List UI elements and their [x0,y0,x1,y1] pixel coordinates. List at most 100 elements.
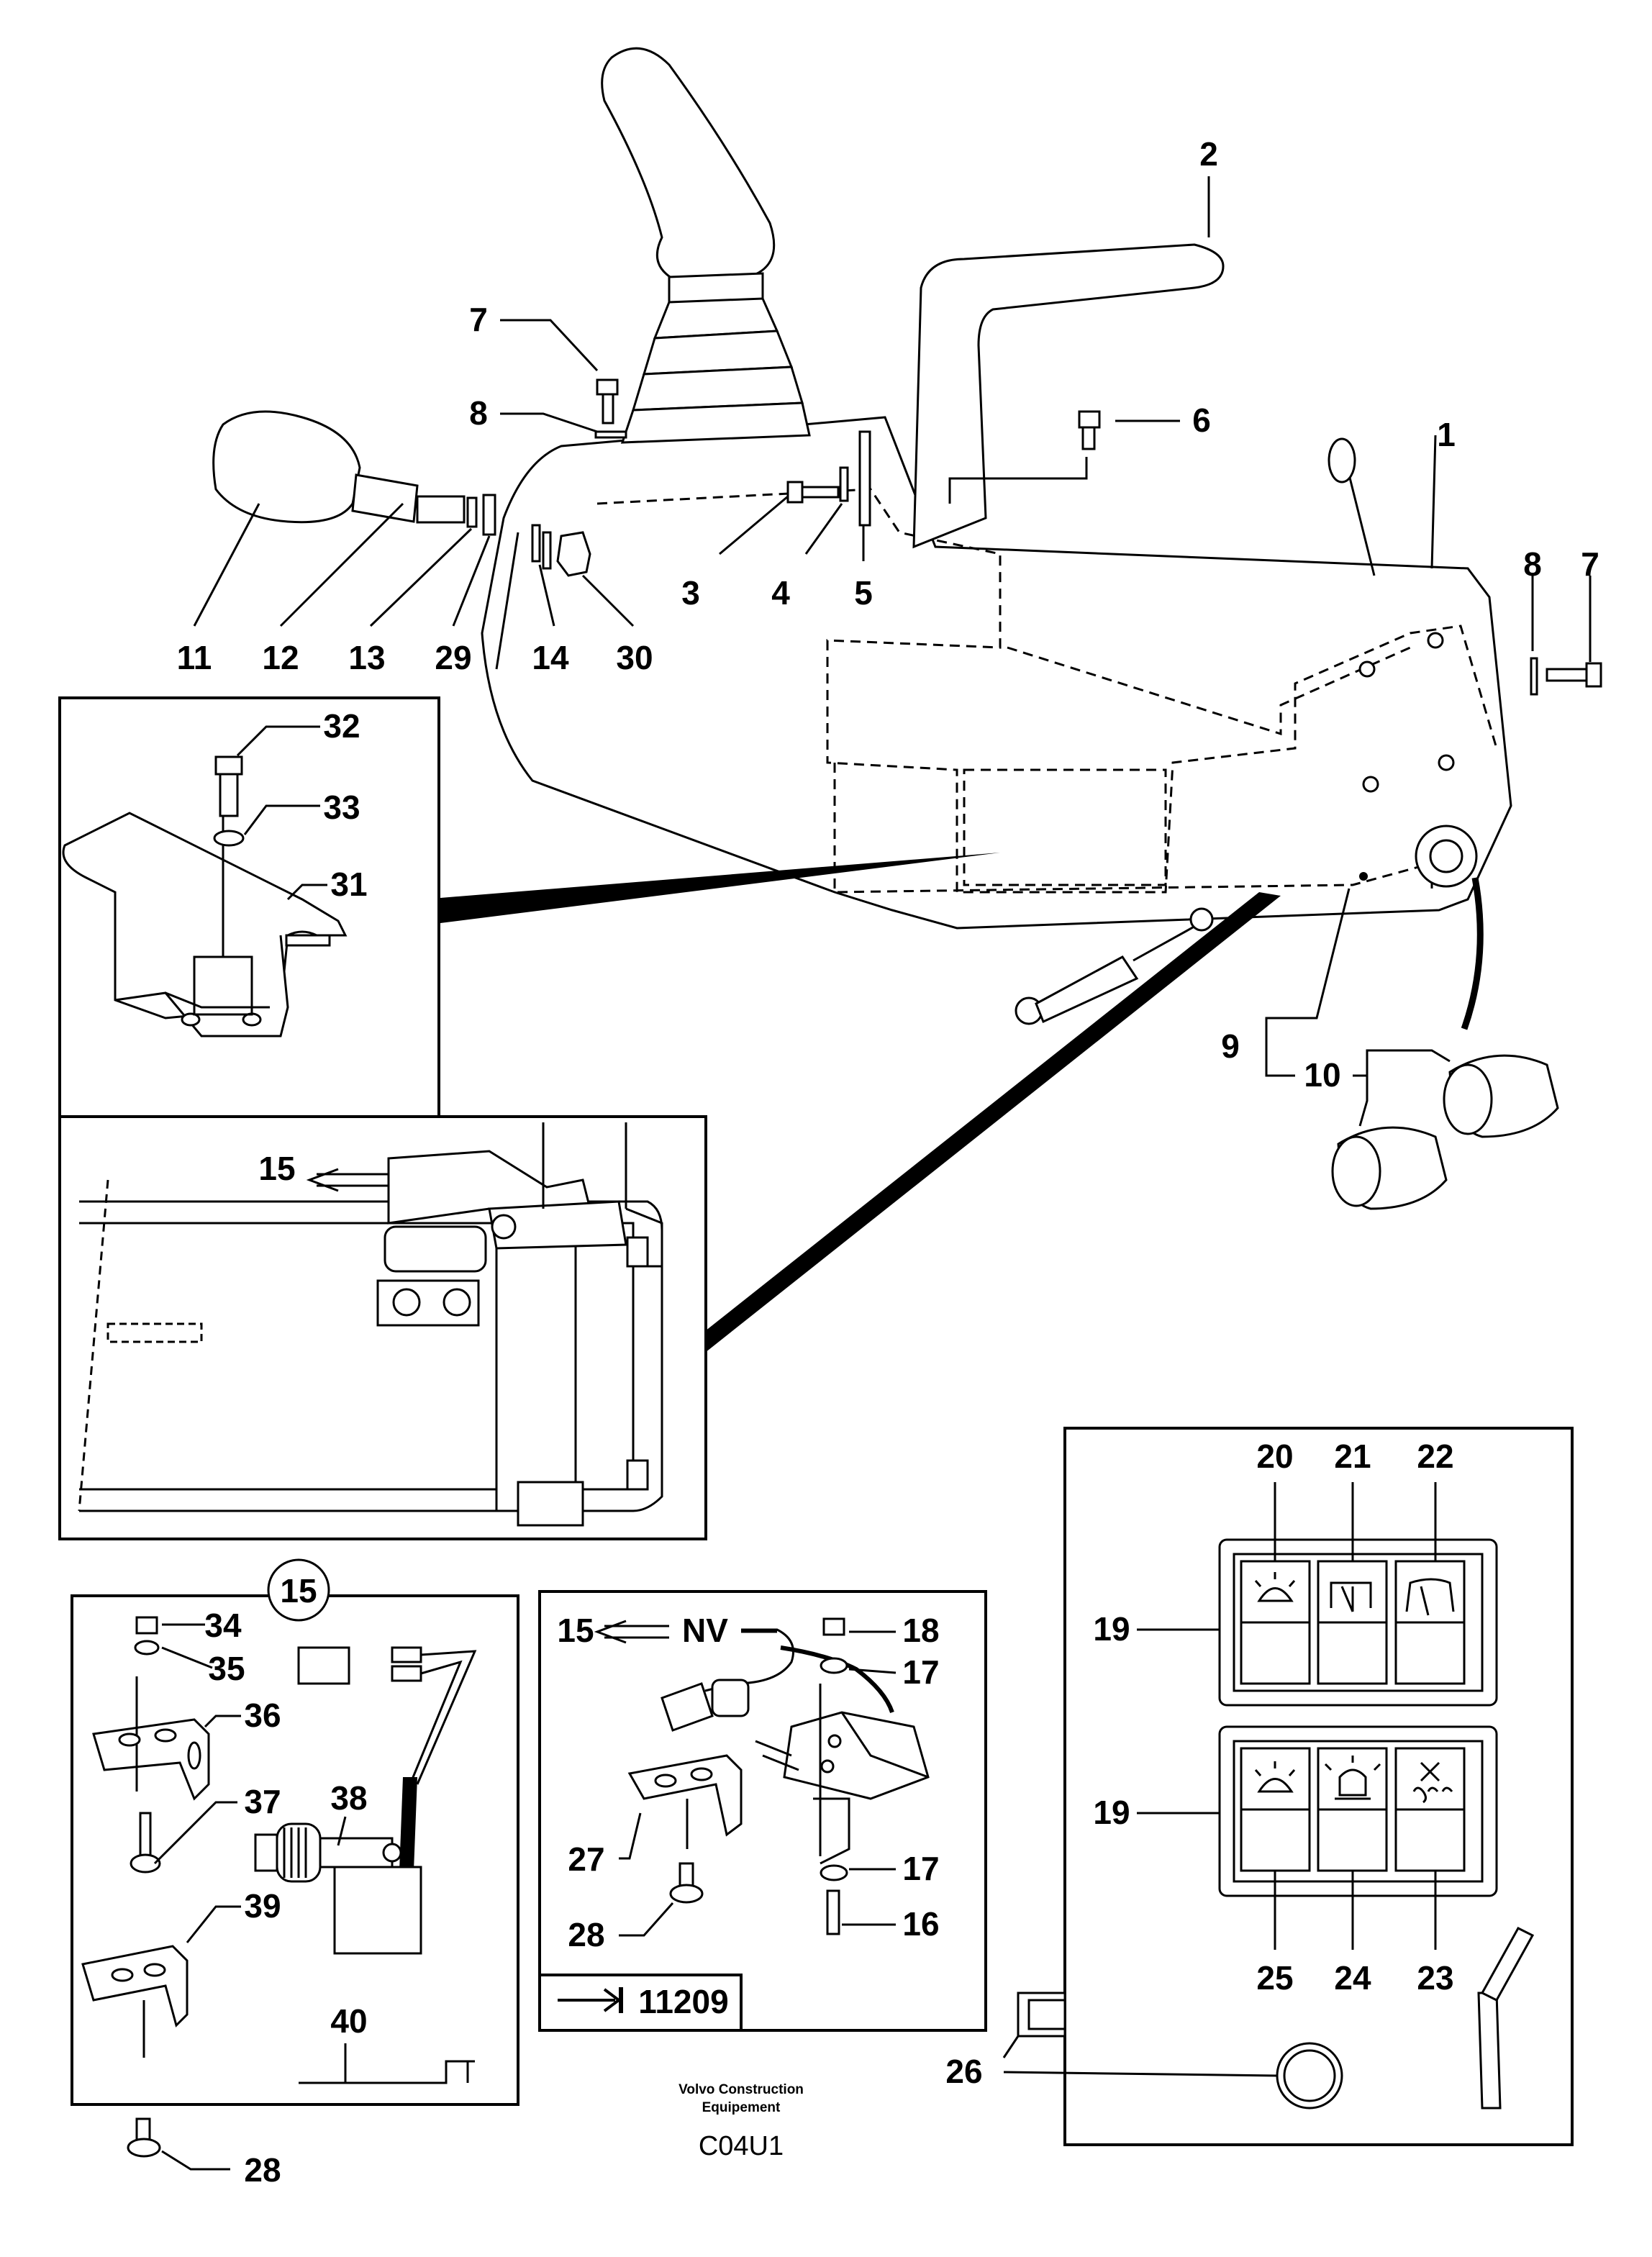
bolt-item-7-right [1546,662,1602,688]
console-housing [481,416,1512,930]
panel-connector-inner [1027,1999,1066,2030]
ref-arrow-15 [306,1168,389,1192]
zoom-wedge-2 [705,892,1281,1353]
hidden-lower-rail [833,763,1433,894]
callout-37: 37 [244,1783,281,1820]
bracket-item-39 [81,1945,189,2027]
bolt-item-32 [214,755,243,817]
nut-item-34 [135,1616,158,1635]
callout-18: 18 [902,1612,939,1649]
gear-knob-assembly [212,410,591,670]
leader-lines-main [193,176,1592,1127]
callout-31: 31 [330,866,367,903]
callout-8: 8 [469,394,488,432]
bolt-item-3 [786,481,840,504]
rocker-switch-beacon [1317,1747,1388,1872]
callout-4: 4 [771,574,790,612]
wire [1461,877,1484,1030]
connector-pin [391,1665,422,1682]
callout-circle-15 [267,1558,330,1622]
washer-item-17-lower [820,1864,848,1881]
joystick-bellows [620,297,811,444]
callout-36: 36 [244,1697,281,1734]
rocker-switch-work-light-2 [1240,1747,1311,1872]
valve-cap [384,1225,487,1273]
solenoid [488,1200,627,1250]
port [392,1288,421,1317]
ref-arrow [558,1988,622,2012]
callout-39: 39 [244,1887,281,1925]
callout-30: 30 [616,639,653,676]
callout-15-valve: 15 [258,1150,295,1187]
callout-7-right: 7 [1581,545,1599,583]
rubber-bushings [1331,1054,1559,1210]
callout-34: 34 [204,1607,242,1644]
panel-lever [1477,1992,1502,2110]
screw-item-16 [826,1889,840,1935]
port [442,1288,471,1317]
callout-17: 17 [902,1653,939,1691]
callout-6: 6 [1192,401,1211,439]
small-lever [1344,460,1376,576]
hidden-rail [1007,646,1411,736]
callout-35: 35 [208,1650,245,1687]
brand-line-2: Equipement [702,2100,781,2115]
zoom-wedge [440,853,1000,923]
small-lever-knob [1328,437,1356,483]
control-console-assembly [212,47,1602,1210]
detail-box-switch-panel [1002,1427,1574,2146]
console-hole [1438,754,1455,771]
callout-10: 10 [1304,1056,1340,1094]
callout-13: 13 [348,639,385,676]
callout-labels: 2 7 8 6 1 3 4 5 8 7 11 12 13 29 14 30 9 … [177,135,1599,2189]
nut-item-18 [822,1617,845,1636]
callout-28: 28 [244,2151,281,2189]
callout-23: 23 [1417,1959,1453,1997]
rocker-switch-fan [1394,1747,1466,1872]
console-hole [1359,872,1368,881]
front-wiper-icon [1405,1578,1455,1616]
callout-19-lower: 19 [1093,1794,1130,1831]
callout-19-upper: 19 [1093,1610,1130,1648]
washer-item-8 [594,430,627,439]
callout-27: 27 [568,1840,604,1878]
round-button-inner [1283,2049,1336,2102]
callout-8-right: 8 [1523,545,1542,583]
callout-9: 9 [1221,1027,1240,1065]
callout-20: 20 [1256,1438,1293,1475]
callout-3: 3 [681,574,700,612]
work-light-icon [1254,1572,1296,1602]
console-hole [1358,660,1376,678]
drawing-code: C04U1 [699,2131,784,2161]
callout-26: 26 [945,2053,982,2090]
plate-item-5 [858,430,871,527]
detail-box-valve [58,892,1281,1540]
connector-pin [391,1646,422,1663]
callout-32: 32 [323,707,360,745]
washer-item-35 [134,1640,160,1656]
callout-25: 25 [1256,1959,1293,1997]
rocker-switch-work-light [1240,1560,1311,1685]
connector [297,1646,350,1685]
rear-wiper-icon [1330,1581,1372,1612]
beacon-icon [1324,1756,1381,1800]
callout-22: 22 [1417,1438,1453,1475]
bolt-item-7 [596,378,619,424]
hidden-frame [596,488,1498,894]
washer-item-33 [213,830,245,847]
screw-item-37 [139,1812,152,1858]
detail-box-harness [538,1590,987,2032]
bracket-item-27 [627,1754,743,1837]
callout-24: 24 [1334,1959,1371,1997]
console-hole [1362,776,1379,793]
reference-number: 11209 [638,1983,728,2020]
rocker-switch-rear-wiper [1317,1560,1388,1685]
callout-1: 1 [1437,416,1456,453]
harness-connector [661,1682,714,1732]
callout-7: 7 [469,301,488,338]
console-hole [1427,632,1444,649]
joystick-grip [601,47,776,282]
brand-line-1: Volvo Construction [678,2082,804,2097]
callout-28-harness: 28 [568,1916,604,1953]
